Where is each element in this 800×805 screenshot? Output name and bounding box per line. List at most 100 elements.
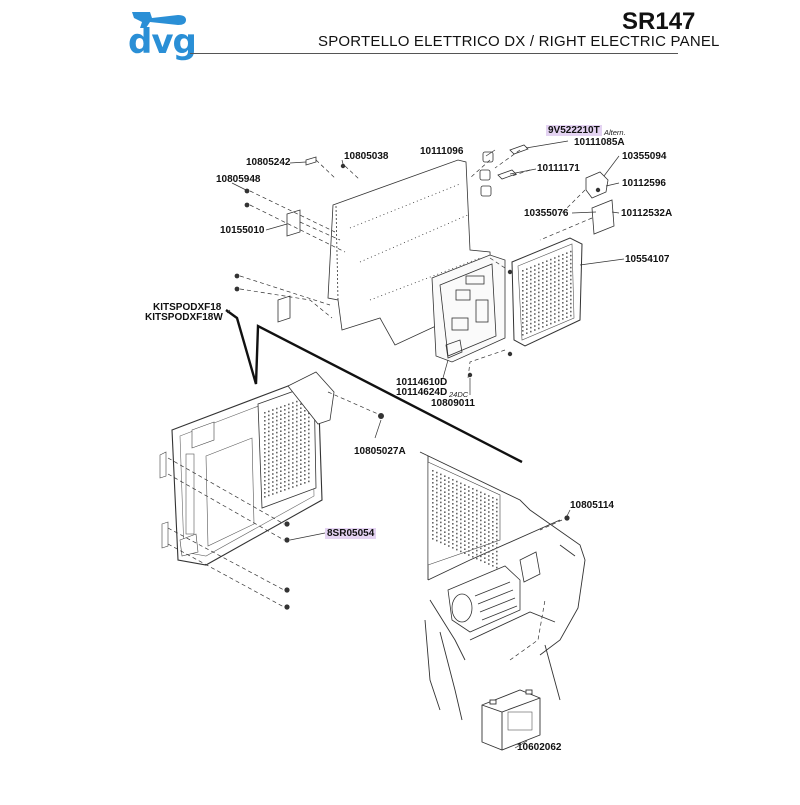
grille-hole xyxy=(468,518,470,520)
grille-hole xyxy=(480,547,482,550)
part-label-p12[interactable]: 10155010 xyxy=(220,225,265,236)
grille-hole xyxy=(284,441,286,443)
grille-hole xyxy=(440,521,442,524)
grille-hole xyxy=(530,278,532,281)
grille-hole xyxy=(538,295,540,298)
part-label-p22[interactable]: 10602062 xyxy=(517,742,562,753)
part-label-p5[interactable]: 10805242 xyxy=(246,157,291,168)
part-label-p11[interactable]: 10112532A xyxy=(621,208,673,219)
grille-hole xyxy=(460,498,462,501)
grille-hole xyxy=(456,536,458,539)
grille-hole xyxy=(276,487,278,490)
grille-hole xyxy=(268,410,270,413)
grille-hole xyxy=(280,410,282,412)
grille-hole xyxy=(492,565,494,567)
grille-hole xyxy=(456,492,458,495)
part-label-p18[interactable]: 10809011 xyxy=(431,398,475,409)
grille-hole xyxy=(468,502,470,504)
grille-hole xyxy=(440,529,442,532)
grille-hole xyxy=(460,486,462,489)
grille-hole xyxy=(304,458,306,460)
grille-hole xyxy=(480,535,482,538)
grille-hole xyxy=(300,463,302,465)
grille-hole xyxy=(300,403,302,405)
grille-hole xyxy=(526,268,528,270)
grille-hole xyxy=(288,403,290,406)
grille-hole xyxy=(534,269,536,271)
part-label-p20[interactable]: 10805114 xyxy=(570,500,614,511)
grille-hole xyxy=(440,525,442,528)
grille-hole xyxy=(288,415,290,418)
grille-hole xyxy=(546,324,548,326)
grille-hole xyxy=(288,407,290,410)
grille-hole xyxy=(460,510,462,513)
grille-hole xyxy=(562,298,564,300)
grille-hole xyxy=(522,326,524,328)
grille-hole xyxy=(558,303,560,306)
part-label-p7[interactable]: 10111171 xyxy=(537,163,580,174)
grille-hole xyxy=(526,276,528,278)
part-label-p14[interactable]: KITSPODXF18 xyxy=(153,302,222,313)
grille-hole xyxy=(538,327,540,330)
grille-hole xyxy=(570,314,572,317)
grille-hole xyxy=(444,531,446,533)
part-label-p21[interactable]: 8SR05054 xyxy=(325,528,377,539)
part-label-p3[interactable]: 10111096 xyxy=(420,146,464,157)
grille-hole xyxy=(484,509,486,511)
grille-hole xyxy=(476,549,478,552)
grille-hole xyxy=(452,483,454,485)
part-label-p2[interactable]: 10111085A xyxy=(574,137,625,148)
part-label-p19[interactable]: 10805027A xyxy=(354,446,406,457)
grille-hole xyxy=(292,442,294,444)
part-label-p6[interactable]: 10355094 xyxy=(622,151,667,162)
grille-hole xyxy=(546,308,548,310)
grille-hole xyxy=(264,448,266,450)
grille-hole xyxy=(526,316,528,318)
grille-hole xyxy=(542,294,544,296)
grille-hole xyxy=(550,266,552,269)
grille-hole xyxy=(472,552,474,554)
grille-hole xyxy=(488,519,490,521)
grille-hole xyxy=(432,490,434,492)
grille-hole xyxy=(436,523,438,526)
grille-hole xyxy=(484,497,486,499)
part-label-p9[interactable]: 10805948 xyxy=(216,174,261,185)
grille-hole xyxy=(492,521,494,523)
part-label-p16[interactable]: 10114610D xyxy=(396,377,448,388)
grille-hole xyxy=(542,274,544,276)
grille-hole xyxy=(444,507,446,509)
grille-hole xyxy=(538,267,540,270)
grille-hole xyxy=(570,266,572,269)
part-label-p4[interactable]: 10805038 xyxy=(344,151,389,162)
grille-hole xyxy=(530,306,532,309)
grille-hole xyxy=(296,444,298,447)
grille-hole xyxy=(464,484,466,486)
part-label-p8[interactable]: 10112596 xyxy=(622,178,666,189)
grille-hole xyxy=(558,315,560,318)
grille-hole xyxy=(546,280,548,282)
grille-hole xyxy=(440,497,442,500)
grille-hole xyxy=(440,473,442,476)
part-label-p15[interactable]: KITSPODXF18W xyxy=(145,312,223,323)
grille-hole xyxy=(496,498,498,501)
grille-hole xyxy=(570,250,572,253)
machine-motor xyxy=(447,551,541,633)
grille-hole xyxy=(472,500,474,502)
grille-hole xyxy=(276,479,278,482)
grille-hole xyxy=(534,321,536,323)
part-label-p13[interactable]: 10554107 xyxy=(625,254,670,265)
grille-hole xyxy=(488,551,490,553)
grille-hole xyxy=(554,269,556,271)
grille-hole xyxy=(448,493,450,495)
grille-hole xyxy=(264,496,266,498)
grille-hole xyxy=(272,477,274,479)
part-label-p10[interactable]: 10355076 xyxy=(524,208,569,219)
grille-hole xyxy=(534,325,536,327)
grille-hole xyxy=(472,556,474,558)
part-label-p17[interactable]: 10114624D xyxy=(396,387,448,398)
grille-hole xyxy=(284,413,286,415)
grille-hole xyxy=(444,475,446,477)
grille-hole xyxy=(292,402,294,404)
grille-hole xyxy=(554,321,556,323)
part-label-p1[interactable]: 9V522210T xyxy=(546,125,602,136)
